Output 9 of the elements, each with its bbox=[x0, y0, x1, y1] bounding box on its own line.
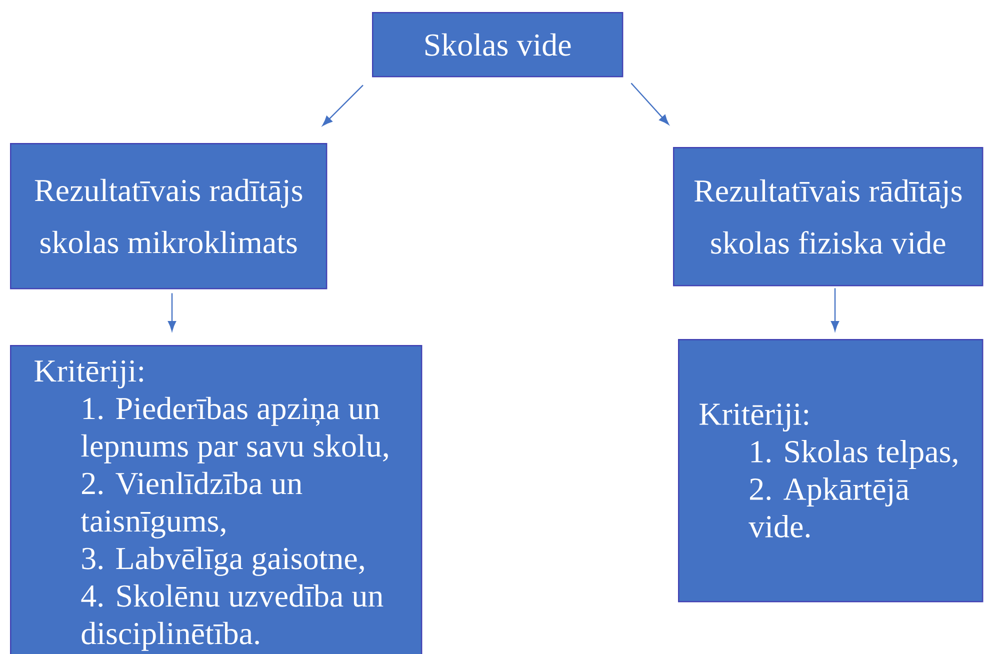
arrow bbox=[830, 288, 840, 332]
arrow bbox=[630, 82, 669, 125]
arrow bbox=[168, 293, 176, 332]
result-box: Rezultatīvais rādītājs skolas fiziska vide bbox=[673, 147, 984, 286]
arrow bbox=[322, 84, 364, 126]
title-box: Skolas vide bbox=[372, 12, 624, 78]
criteria-box: Kritēriji: 1. Piederības apziņa un lepnums par savu skolu, 2. Vienlīdzība un taisnīgums, 3. Labvēlīga gaisotne, 4. Skolēnu uzvedība un disciplinētība. bbox=[10, 345, 422, 654]
result-box: Rezultatīvais radītājs skolas mikroklimats bbox=[10, 143, 328, 290]
criteria-box: Kritēriji: 1. Skolas telpas, 2. Apkārtējā vide. bbox=[678, 339, 984, 602]
